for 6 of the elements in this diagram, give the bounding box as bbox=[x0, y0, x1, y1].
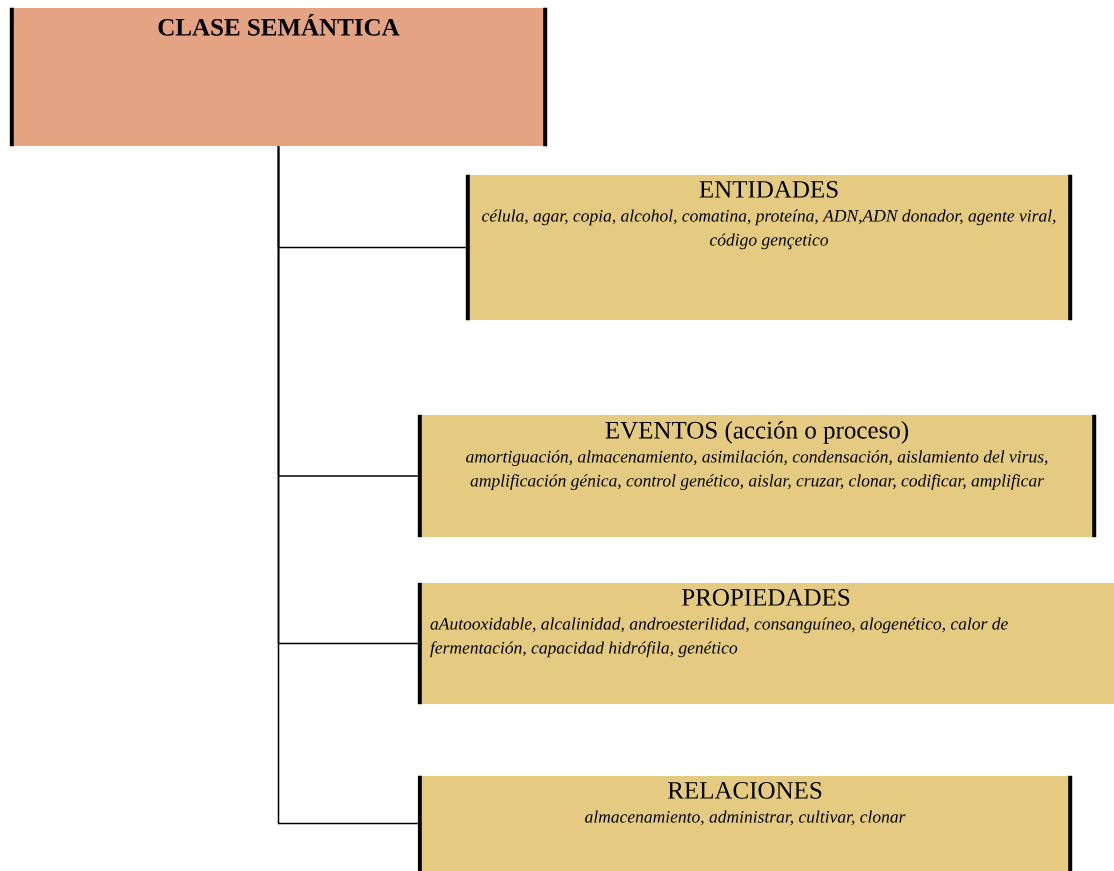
connector-line bbox=[277, 145, 419, 825]
title-box: CLASE SEMÁNTICA bbox=[9, 7, 548, 147]
category-box: RELACIONES almacenamiento, administrar, cultivar, clonar bbox=[417, 775, 1073, 871]
category-box: EVENTOS (acción o proceso) amortiguación, almacenamiento, asimilación, condensación, aislamiento del virus, amplificación génica, control genético, aislar, cruzar, clonar, codificar, amplificar bbox=[417, 414, 1097, 538]
category-box: ENTIDADES célula, agar, copia, alcohol, comatina, proteína, ADN,ADN donador, agente viral, código gençetico bbox=[465, 174, 1073, 321]
category-box: PROPIEDADES aAutooxidable, alcalinidad, androesterilidad, consanguíneo, alogenético, calor de fermentación, capacidad hidrófila, genético bbox=[417, 582, 1114, 705]
